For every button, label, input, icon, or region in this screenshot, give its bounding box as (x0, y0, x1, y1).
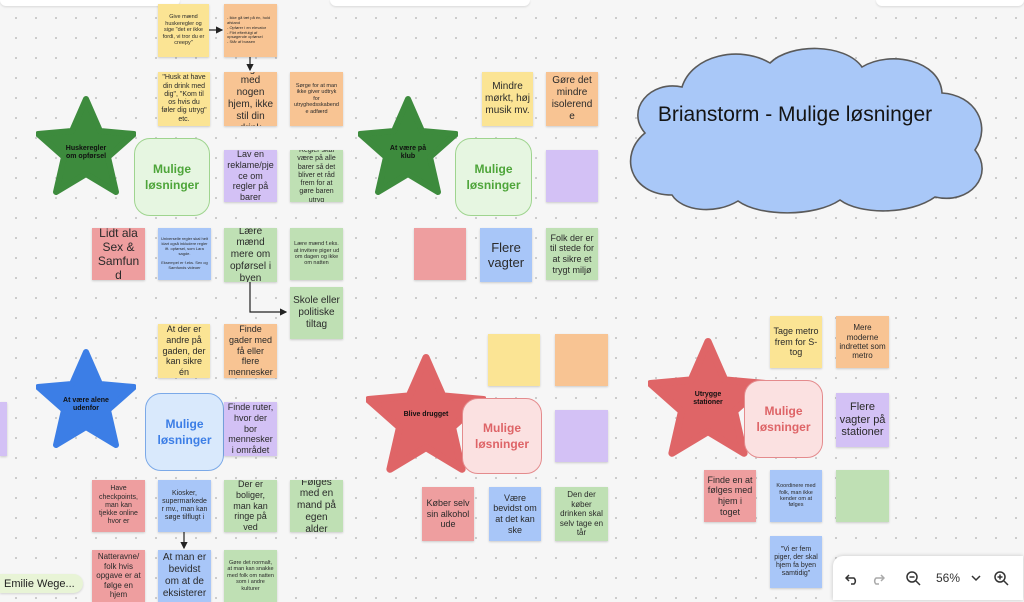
sticky-note[interactable]: Gøre det mindre isolerende (546, 72, 598, 126)
user-presence-chip[interactable]: Emilie Wege... (0, 574, 83, 593)
sticky-note[interactable]: Lav en reklame/pjece om regler på barer (224, 150, 277, 202)
sticky-note-partial[interactable] (0, 402, 7, 456)
sticky-note[interactable]: Give mænd huskeregler og sige "det er ik… (158, 4, 209, 57)
sticky-note[interactable]: Flere vagter på stationer (836, 393, 889, 447)
bubble-mulige-losninger[interactable]: Mulige løsninger (145, 393, 224, 471)
zoom-level[interactable]: 56% (935, 571, 961, 585)
sticky-note[interactable]: Sørge for at man ikke giver udtryk for u… (290, 72, 343, 126)
toolbar-fragment-right (876, 0, 1024, 6)
sticky-note[interactable]: Natteravne/ folk hvis opgave er at følge… (92, 550, 145, 602)
undo-button[interactable] (839, 571, 865, 585)
board-title: Brianstorm - Mulige løsninger (657, 103, 933, 126)
star-label-opforsel: Huskeregler om opførsel (65, 144, 107, 160)
sticky-note[interactable]: At der er andre på gaden, der kan sikre … (158, 324, 210, 378)
sticky-note[interactable]: Mindre mørkt, høj musik mv. (482, 72, 533, 126)
toolbar-fragment-left (0, 0, 180, 6)
title-cloud (629, 47, 983, 214)
star-shape[interactable] (36, 340, 136, 458)
star-label-klub: At være på klub (389, 144, 427, 160)
user-name: Emilie Wege... (4, 577, 75, 590)
sticky-note[interactable] (555, 410, 608, 462)
sticky-note[interactable]: Følges med nogen hjem, ikke stil din dri… (224, 72, 277, 126)
sticky-note[interactable]: Universelle regler skal helt klart også … (158, 228, 211, 280)
sticky-note[interactable]: Lære mænd mere om opførsel i byen (224, 228, 277, 282)
sticky-note[interactable]: Mere moderne indrettet som metro (836, 316, 889, 368)
redo-icon (873, 574, 885, 585)
sticky-note[interactable] (546, 150, 598, 202)
sticky-note[interactable]: At man er bevidst om at de eksisterer (158, 550, 211, 602)
sticky-note[interactable] (414, 228, 466, 280)
bubble-mulige-losninger[interactable]: Mulige løsninger (462, 398, 542, 474)
zoom-out-button[interactable] (897, 570, 929, 586)
sticky-note[interactable]: Flere vagter (480, 228, 532, 282)
bubble-mulige-losninger[interactable]: Mulige løsninger (744, 380, 823, 458)
sticky-note[interactable] (488, 334, 540, 386)
sticky-note[interactable]: Kiosker, supermarkeder mv., man kan søge… (158, 480, 211, 532)
sticky-note[interactable]: Den der køber drinken skal selv tage en … (555, 487, 608, 541)
sticky-note[interactable]: "Husk at have din drink med dig", "Kom t… (158, 72, 210, 126)
sticky-note[interactable]: Følges med en mand på egen alder (290, 480, 343, 532)
sticky-note[interactable]: Finde gader med få eller flere mennesker (224, 324, 277, 378)
sticky-note[interactable]: Regler skal være på alle barer så det bl… (290, 150, 343, 202)
sticky-note[interactable]: Lære mænd f.eks. at invitere piger ud om… (290, 228, 343, 280)
redo-button[interactable] (865, 571, 891, 585)
sticky-note[interactable]: - Ikke gå tæt på én, hold afstand - Opfø… (224, 4, 277, 57)
star-label-drugget: Blive drugget (403, 410, 449, 418)
sticky-note[interactable]: "Vi er fem piger, der skal hjem fa byen … (770, 536, 822, 588)
star-shape[interactable] (366, 348, 486, 480)
sticky-note[interactable]: Være bevidst om at det kan ske (489, 487, 541, 541)
zoom-dropdown-button[interactable] (967, 574, 985, 582)
bubble-mulige-losninger[interactable]: Mulige løsninger (134, 138, 210, 216)
zoom-out-icon (906, 571, 921, 586)
sticky-note[interactable]: Folk der er til stede for at sikre et tr… (546, 228, 598, 280)
star-label-stationer: Utrygge stationer (693, 390, 723, 406)
bubble-mulige-losninger[interactable]: Mulige løsninger (455, 138, 532, 216)
sticky-note[interactable]: Gøre det normalt, at man kan snakke med … (224, 550, 277, 602)
undo-icon (845, 574, 857, 585)
zoom-in-icon (994, 571, 1009, 586)
toolbar-fragment-center (330, 0, 530, 6)
sticky-note[interactable]: Finde en at følges med hjem i toget (704, 470, 756, 522)
sticky-note[interactable]: Lidt ala Sex & Samfund (92, 228, 145, 280)
sticky-note[interactable]: Skole eller politiske tiltag (290, 287, 343, 339)
star-label-alene: At være alene udenfor (63, 396, 109, 412)
zoom-toolbar: 56% (833, 556, 1023, 600)
sticky-note[interactable]: Der er boliger, man kan ringe på ved (224, 480, 277, 532)
sticky-note[interactable]: Koordinere med folk, man ikke kender om … (770, 470, 822, 522)
connector-arrow (249, 282, 288, 316)
sticky-note[interactable] (555, 334, 608, 386)
zoom-in-button[interactable] (985, 570, 1017, 586)
chevron-down-icon (971, 575, 981, 582)
sticky-note[interactable] (836, 470, 889, 522)
sticky-note[interactable]: Køber selv sin alkohol ude (422, 487, 474, 541)
sticky-note[interactable]: Tage metro frem for S-tog (770, 316, 822, 368)
star-shape[interactable] (358, 87, 458, 205)
sticky-note[interactable]: Have checkpoints, man kan tjekke online … (92, 480, 145, 532)
sticky-note[interactable]: Finde ruter, hvor der bor mennesker i om… (224, 402, 277, 456)
star-shape[interactable] (36, 87, 136, 205)
